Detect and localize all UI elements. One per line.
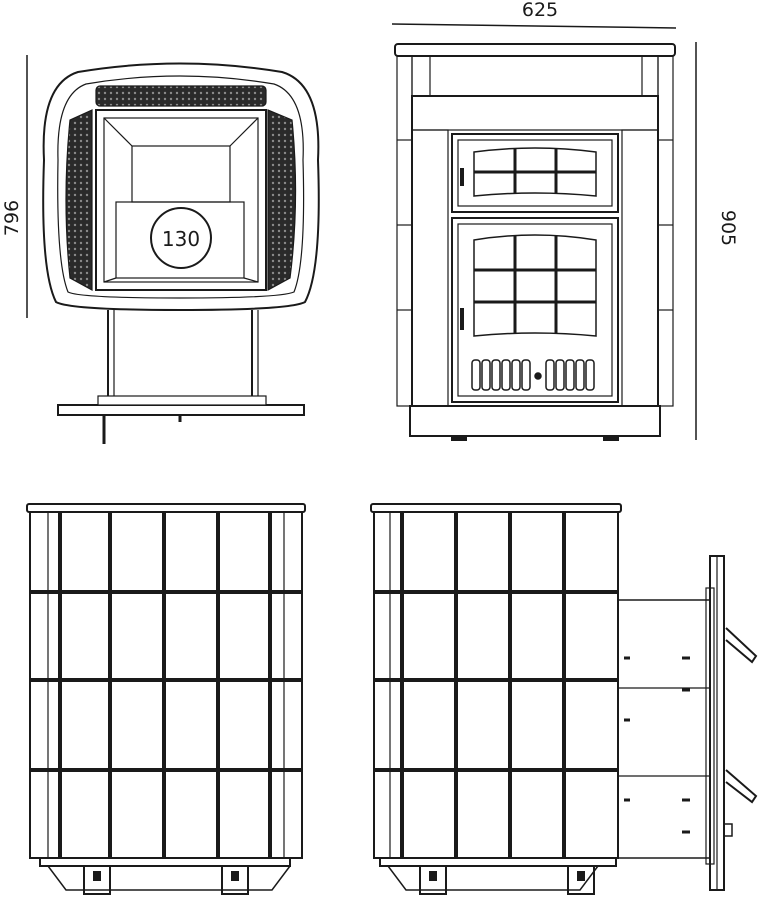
- width-dimension-line: [391, 23, 677, 29]
- top-view-ash-tray: [57, 404, 305, 416]
- left-stone-pocket: [65, 109, 93, 292]
- depth-dimension-label: 796: [1, 200, 23, 236]
- top-view-outer-body: [42, 62, 320, 312]
- firebox-tunnel: [617, 599, 711, 859]
- side-view-right: [370, 503, 758, 895]
- side-upper-handle-icon[interactable]: [725, 627, 758, 664]
- front-top-cap: [394, 43, 676, 57]
- flue-outlet-circle: [150, 207, 212, 269]
- front-foot: [567, 865, 595, 895]
- side-lower-handle-icon[interactable]: [725, 769, 758, 804]
- lower-door[interactable]: [451, 217, 619, 403]
- top-view: 796 130: [1, 55, 320, 444]
- side-view-left: [26, 503, 306, 895]
- flue-diameter-label: 130: [162, 227, 200, 251]
- ash-vent-grille[interactable]: [471, 359, 595, 391]
- left-foot: [83, 865, 111, 895]
- width-dimension-label: 625: [522, 0, 558, 21]
- rear-foot: [419, 865, 447, 895]
- upper-door[interactable]: [451, 133, 619, 213]
- right-foot: [221, 865, 249, 895]
- right-stone-pocket: [267, 109, 297, 292]
- top-stone-bar: [95, 85, 267, 107]
- side-right-grid-frame: [373, 511, 619, 859]
- front-body-frame: [411, 95, 659, 407]
- front-base: [409, 405, 661, 437]
- front-view: 625 905: [391, 0, 739, 441]
- height-dimension-label: 905: [717, 210, 739, 246]
